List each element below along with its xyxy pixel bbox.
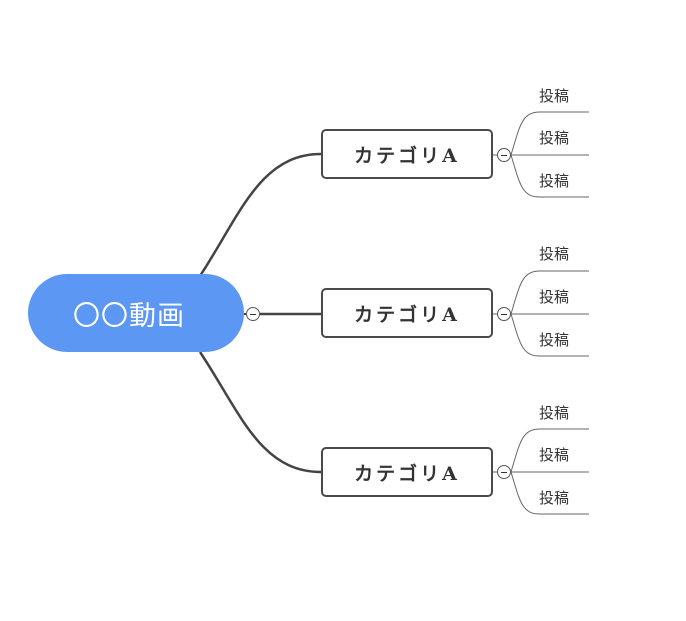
cat1-leaf3-connector	[510, 154, 589, 198]
root-connector-top	[198, 152, 322, 277]
root-node[interactable]: 〇〇動画	[28, 274, 244, 352]
category-label: カテゴリA	[354, 144, 460, 167]
leaf-node[interactable]: 投稿	[538, 489, 569, 507]
category-node[interactable]: カテゴリA	[321, 288, 493, 338]
cat3-leaf1-connector	[510, 428, 589, 473]
cat3-leaf3-connector	[510, 471, 589, 515]
root-connector-bottom	[198, 351, 322, 474]
leaf-node[interactable]: 投稿	[538, 404, 569, 422]
cat2-leaf1-connector	[510, 270, 589, 315]
cat2-leaf3-connector	[510, 313, 589, 357]
leaf-node[interactable]: 投稿	[538, 87, 569, 105]
category-collapse-icon[interactable]	[497, 148, 511, 162]
cat1-leaf1-connector	[510, 111, 589, 156]
category-label: カテゴリA	[354, 303, 460, 326]
root-collapse-icon[interactable]	[246, 307, 260, 321]
leaf-node[interactable]: 投稿	[538, 245, 569, 263]
leaf-node[interactable]: 投稿	[538, 331, 569, 349]
category-node[interactable]: カテゴリA	[321, 447, 493, 497]
category-label: カテゴリA	[354, 462, 460, 485]
leaf-node[interactable]: 投稿	[538, 446, 569, 464]
root-label: 〇〇動画	[73, 300, 185, 332]
category-collapse-icon[interactable]	[497, 307, 511, 321]
leaf-node[interactable]: 投稿	[538, 288, 569, 306]
category-node[interactable]: カテゴリA	[321, 129, 493, 179]
leaf-node[interactable]: 投稿	[538, 129, 569, 147]
leaf-node[interactable]: 投稿	[538, 172, 569, 190]
category-collapse-icon[interactable]	[497, 465, 511, 479]
